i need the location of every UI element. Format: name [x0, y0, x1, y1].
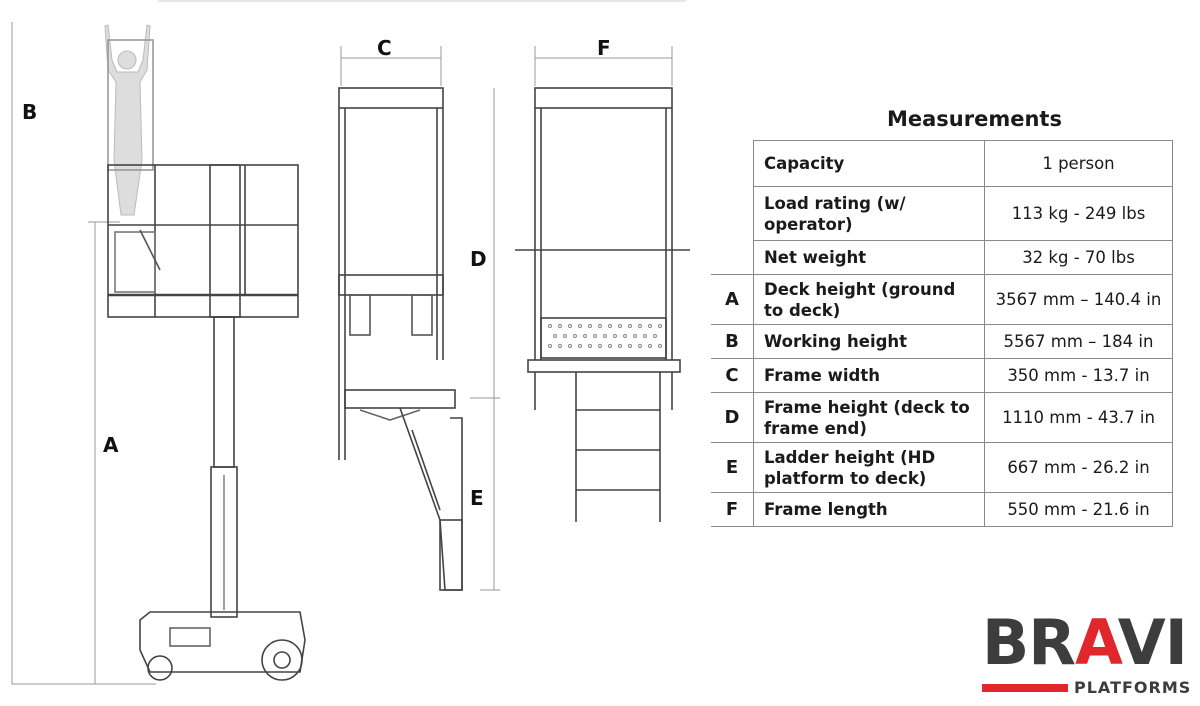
- row-key: F: [711, 492, 754, 527]
- logo-subtitle: PLATFORMS: [1074, 678, 1192, 697]
- row-key: D: [711, 392, 754, 443]
- label-a: A: [103, 433, 119, 457]
- row-name: Frame height (deck to frame end): [753, 392, 985, 443]
- measurements-title: Measurements: [887, 107, 1062, 131]
- logo-wordmark: BRAVI: [982, 606, 1188, 679]
- operator-figure: [104, 24, 151, 216]
- side-view-platform: [515, 46, 690, 522]
- row-name: Deck height (ground to deck): [753, 274, 985, 325]
- row-name: Capacity: [753, 140, 985, 187]
- row-key: [711, 241, 754, 275]
- label-d: D: [470, 247, 487, 271]
- row-value: 32 kg - 70 lbs: [984, 240, 1173, 275]
- row-name: Frame width: [753, 358, 985, 393]
- label-c: C: [377, 36, 392, 60]
- logo-red-bar: [982, 684, 1068, 692]
- row-key: C: [711, 358, 754, 393]
- row-key: E: [711, 442, 754, 493]
- row-value: 550 mm - 21.6 in: [984, 492, 1173, 527]
- bravi-logo: BRAVI PLATFORMS: [982, 606, 1190, 697]
- row-value: 1110 mm - 43.7 in: [984, 392, 1173, 443]
- row-value: 3567 mm – 140.4 in: [984, 274, 1173, 325]
- row-key: [711, 187, 754, 241]
- row-value: 5567 mm – 184 in: [984, 324, 1173, 359]
- row-name: Net weight: [753, 240, 985, 275]
- side-view-lift: [107, 39, 306, 681]
- row-value: 350 mm - 13.7 in: [984, 358, 1173, 393]
- front-view-platform: [338, 46, 500, 591]
- row-name: Working height: [753, 324, 985, 359]
- label-f: F: [597, 36, 611, 60]
- row-value: 667 mm - 26.2 in: [984, 442, 1173, 493]
- row-value: 1 person: [984, 140, 1173, 187]
- label-e: E: [470, 486, 484, 510]
- row-name: Load rating (w/ operator): [753, 186, 985, 241]
- label-b: B: [22, 100, 38, 124]
- row-key: [711, 141, 754, 187]
- row-key: B: [711, 324, 754, 359]
- row-key: A: [711, 274, 754, 325]
- row-name: Ladder height (HD platform to deck): [753, 442, 985, 493]
- row-value: 113 kg - 249 lbs: [984, 186, 1173, 241]
- table-row: Load rating (w/ operator)113 kg - 249 lb…: [711, 186, 1173, 241]
- row-name: Frame length: [753, 492, 985, 527]
